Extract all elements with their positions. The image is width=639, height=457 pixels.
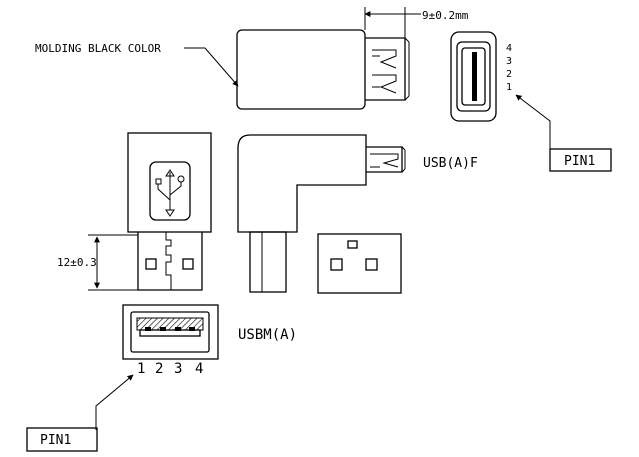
molding-label-group: MOLDING BLACK COLOR	[35, 42, 239, 87]
pin-number: 3	[506, 56, 512, 67]
pin1-box-top: PIN1	[549, 148, 612, 172]
pin-number: 2	[155, 361, 163, 377]
usb-logo-icon	[155, 169, 185, 217]
pin-number: 1	[506, 82, 512, 93]
male-plug-front	[127, 132, 212, 291]
pin1-box-bottom-label: PIN1	[40, 433, 71, 448]
pin1-leader-bottom	[95, 374, 134, 430]
pin-numbers-right: 4 3 2 1	[506, 43, 512, 93]
male-plug-end-view	[317, 233, 402, 294]
pin1-box-top-label: PIN1	[564, 154, 595, 169]
molding-label: MOLDING BLACK COLOR	[35, 42, 161, 55]
female-connector-front-view	[450, 31, 497, 122]
dimension-top: 9±0.2mm	[364, 7, 469, 38]
pin1-leader-top	[515, 94, 551, 150]
dimension-left-label: 12±0.3	[57, 256, 97, 269]
female-connector-side-view	[236, 29, 410, 110]
pin-number: 3	[174, 361, 182, 377]
pin-number: 4	[195, 361, 203, 377]
right-angle-connector	[237, 134, 406, 293]
pin-number: 2	[506, 69, 512, 80]
pin1-box-bottom: PIN1	[26, 427, 98, 452]
usb-af-label: USB(A)F	[423, 156, 478, 171]
dimension-top-label: 9±0.2mm	[422, 9, 469, 22]
usb-am-label: USBM(A)	[238, 327, 297, 343]
dimension-left: 12±0.3	[55, 234, 138, 291]
male-receptacle-face	[122, 304, 219, 360]
pin-number: 4	[506, 43, 512, 54]
pin-numbers-bottom: 1 2 3 4	[137, 361, 203, 377]
pin-number: 1	[137, 361, 145, 377]
